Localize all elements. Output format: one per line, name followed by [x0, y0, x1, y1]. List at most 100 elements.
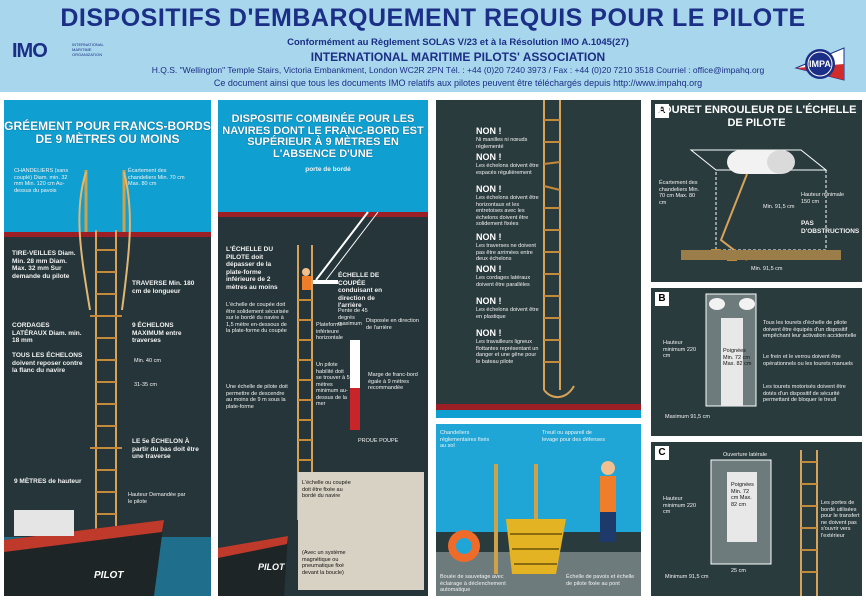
note-ladder-secured: L'échelle de coupée doit être solidement…: [226, 302, 289, 334]
note-reel-stanchion-spacing: Écartement des chandeliers Min. 70 cm Ma…: [659, 180, 700, 206]
note-accommodation-ladder: ÉCHELLE DE COUPÉE conduisant en directio…: [338, 272, 383, 309]
note-bulwark-ladder: Échelle de pavois et échelle de pilote f…: [566, 574, 635, 587]
note-b-motor-safety: Les tourets motorisés doivent être dotés…: [763, 384, 846, 403]
note-b-min-height: Hauteur minimum 220 cm: [663, 340, 697, 359]
note-b-brake: Le frein et le verrou doivent être opéra…: [763, 354, 853, 367]
note-aft-direction: Disposée en direction de l'arrière: [366, 318, 419, 331]
note-b-max-width: Maximum 91,5 cm: [665, 414, 710, 420]
hull-stripe: [436, 404, 641, 410]
note-min-40cm: Min. 40 cm: [134, 358, 161, 364]
note-9-meters: 9 MÈTRES de hauteur: [14, 478, 82, 485]
prohibition-6-label: NON !: [476, 296, 502, 306]
ship-hull: [4, 237, 211, 537]
pilot-ladder-drawing: [4, 170, 164, 596]
shell-door-drawing: [710, 450, 818, 596]
note-lower-platform: Plateforme inférieure horizontale: [316, 322, 343, 341]
panel1-title: GRÉEMENT POUR FRANCS-BORDS DE 9 MÈTRES O…: [4, 119, 211, 146]
note-man-ropes: TIRE-VEILLES Diam. Min. 28 mm Diam. Max.…: [12, 250, 76, 280]
bad-ladder-drawing: [543, 100, 575, 398]
panel-shell-door: C Ouverture latérale Hauteur minimum 220…: [651, 442, 862, 596]
note-c-min-height: Hauteur minimum 220 cm: [663, 496, 697, 515]
note-pilot-height: Hauteur Demandée par le pilote: [128, 492, 186, 505]
imo-logo-subtitle: INTERNATIONAL MARITIME ORGANIZATION: [72, 42, 104, 57]
prohibition-7-label: NON !: [476, 328, 502, 338]
note-c-25cm: 25 cm: [731, 568, 746, 574]
note-freeboard-margin: Marge de franc-bord égale à 9 mètres rec…: [368, 372, 418, 391]
regulation-line: Conformément au Règlement SOLAS V/23 et …: [287, 37, 629, 48]
note-pilot-ladder-2m: L'ÉCHELLE DU PILOTE doit dépasser de la …: [226, 246, 278, 291]
panel2-subtitle: porte de bordé: [305, 166, 351, 173]
sea: [436, 410, 641, 418]
inset-note-magnetic: (Avec un système magnétique ou pneumatiq…: [302, 550, 346, 576]
pilot-boat-label: PILOT: [94, 570, 124, 581]
reel-opening-drawing: [705, 293, 757, 407]
note-b-handholds: Poignées Min. 72 cm Max. 82 cm: [723, 348, 752, 367]
note-stanchions: CHANDELIERS (sans couplé) Diam. min. 32 …: [14, 168, 69, 194]
note-c-doors-not-outward: Les portes de bordé utilisées pour le tr…: [821, 500, 860, 539]
hull-stripe: [218, 212, 428, 217]
prohibition-6-text: Les échelons doivent être en plastique: [476, 307, 539, 320]
association-name: INTERNATIONAL MARITIME PILOTS' ASSOCIATI…: [310, 50, 606, 64]
panel-c-tag: C: [655, 446, 669, 460]
panel-a-title: TOURET ENROULEUR DE L'ÉCHELLE DE PILOTE: [656, 104, 857, 129]
imo-logo: IMO INTERNATIONAL MARITIME ORGANIZATION: [12, 40, 122, 64]
prohibition-2-label: NON !: [476, 152, 502, 162]
panel-low-freeboard: GRÉEMENT POUR FRANCS-BORDS DE 9 MÈTRES O…: [4, 100, 211, 596]
prohibition-5-text: Les cordages latéraux doivent être paral…: [476, 275, 531, 288]
note-c-handholds: Poignées Min. 72 cm Max. 82 cm: [731, 482, 754, 508]
imo-logo-text: IMO: [12, 40, 48, 62]
prohibition-3-text: Les échelons doivent être horizontaux et…: [476, 195, 539, 227]
prohibition-2-text: Les échelons doivent être espacés réguli…: [476, 163, 539, 176]
note-lifebuoy: Bouée de sauvetage avec éclairage à décl…: [440, 574, 506, 593]
prohibition-4-text: Les traverses ne doivent pas être arrimé…: [476, 243, 536, 262]
panel-prohibitions: NON ! Ni manilles ni nœuds réglementé NO…: [436, 100, 641, 418]
note-reel-min-width: Min. 91,5 cm: [751, 266, 783, 272]
panel2-title: DISPOSITIF COMBINÉE POUR LES NAVIRES DON…: [222, 113, 424, 160]
panel-a-tag: A: [655, 104, 669, 118]
prohibition-3-label: NON !: [476, 184, 502, 194]
note-steps-against-hull: TOUS LES ÉCHELONS doivent reposer contre…: [12, 352, 83, 374]
sky-background: [218, 100, 428, 212]
combination-arrangement-drawing: [218, 211, 424, 596]
impa-logo-text: IMPA: [809, 59, 831, 69]
prohibition-1-label: NON !: [476, 126, 502, 136]
note-5m-above-sea: Un pilote habilité doit se trouver à 5 m…: [316, 362, 350, 407]
note-spreader: TRAVERSE Min. 180 cm de longueur: [132, 280, 195, 295]
prohibition-1-text: Ni manilles ni nœuds réglementé: [476, 137, 528, 150]
note-deck-stanchions: Chandeliers réglementaires fixés au sol: [440, 430, 490, 449]
note-45-degrees: Pente de 45 degrés maximum: [338, 308, 368, 327]
note-9m-below: Une échelle de pilote doit permettre de …: [226, 384, 288, 410]
reel-drawing: [681, 149, 841, 261]
impa-logo: IMPA: [788, 40, 852, 88]
panel-b-tag: B: [655, 292, 669, 306]
deck-equipment-drawing: [436, 461, 641, 596]
prohibition-7-text: Les travailleurs ligneux flottantes repr…: [476, 339, 539, 365]
note-b-reel-lock: Tous les tourets d'échelle de pilote doi…: [763, 320, 857, 339]
note-hoist: Treuil ou appareil de levage pour des dé…: [542, 430, 605, 443]
note-bow-stern: PROUE POUPE: [358, 438, 399, 444]
sky-background: [4, 100, 211, 232]
panel-reel: A TOURET ENROULEUR DE L'ÉCHELLE DE PILOT…: [651, 100, 862, 282]
hull-stripe: [4, 232, 211, 237]
note-reel-width: Min. 91,5 cm: [763, 204, 795, 210]
panel-high-freeboard: DISPOSITIF COMBINÉE POUR LES NAVIRES DON…: [218, 100, 428, 596]
note-reel-height: Hauteur minimale 150 cm: [801, 192, 845, 205]
panel-deck-equipment: Chandeliers réglementaires fixés au sol …: [436, 424, 641, 596]
pilot-boat-label: PILOT: [258, 562, 285, 572]
address-line: H.Q.S. "Wellington" Temple Stairs, Victo…: [151, 65, 765, 75]
note-step-spacing: 31-35 cm: [134, 382, 157, 388]
note-fifth-step: LE 5e ÉCHELON À partir du bas doit être …: [132, 438, 199, 460]
poster-title: DISPOSITIFS D'EMBARQUEMENT REQUIS POUR L…: [60, 4, 806, 32]
prohibition-5-label: NON !: [476, 264, 502, 274]
note-steps-between-spreaders: 9 ÉCHELONS MAXIMUM entre traverses: [132, 322, 182, 344]
prohibition-4-label: NON !: [476, 232, 502, 242]
download-line: Ce document ainsi que tous les documents…: [213, 78, 703, 88]
note-c-side-opening: Ouverture latérale: [723, 452, 768, 458]
poster-header: DISPOSITIFS D'EMBARQUEMENT REQUIS POUR L…: [0, 0, 866, 92]
inset-note-fixed: L'échelle ou coupée doit être fixée au b…: [302, 480, 351, 499]
note-no-obstructions: PAS D'OBSTRUCTIONS: [801, 220, 860, 235]
note-stanchion-spacing: Écartement des chandeliers Min. 70 cm Ma…: [128, 168, 185, 187]
note-c-min-width: Minimum 91,5 cm: [665, 574, 709, 580]
note-side-ropes: CORDAGES LATÉRAUX Diam. min. 18 mm: [12, 322, 82, 344]
panel-reel-safety: B Hauteur minimum 220 cm Poignées Min. 7…: [651, 288, 862, 436]
